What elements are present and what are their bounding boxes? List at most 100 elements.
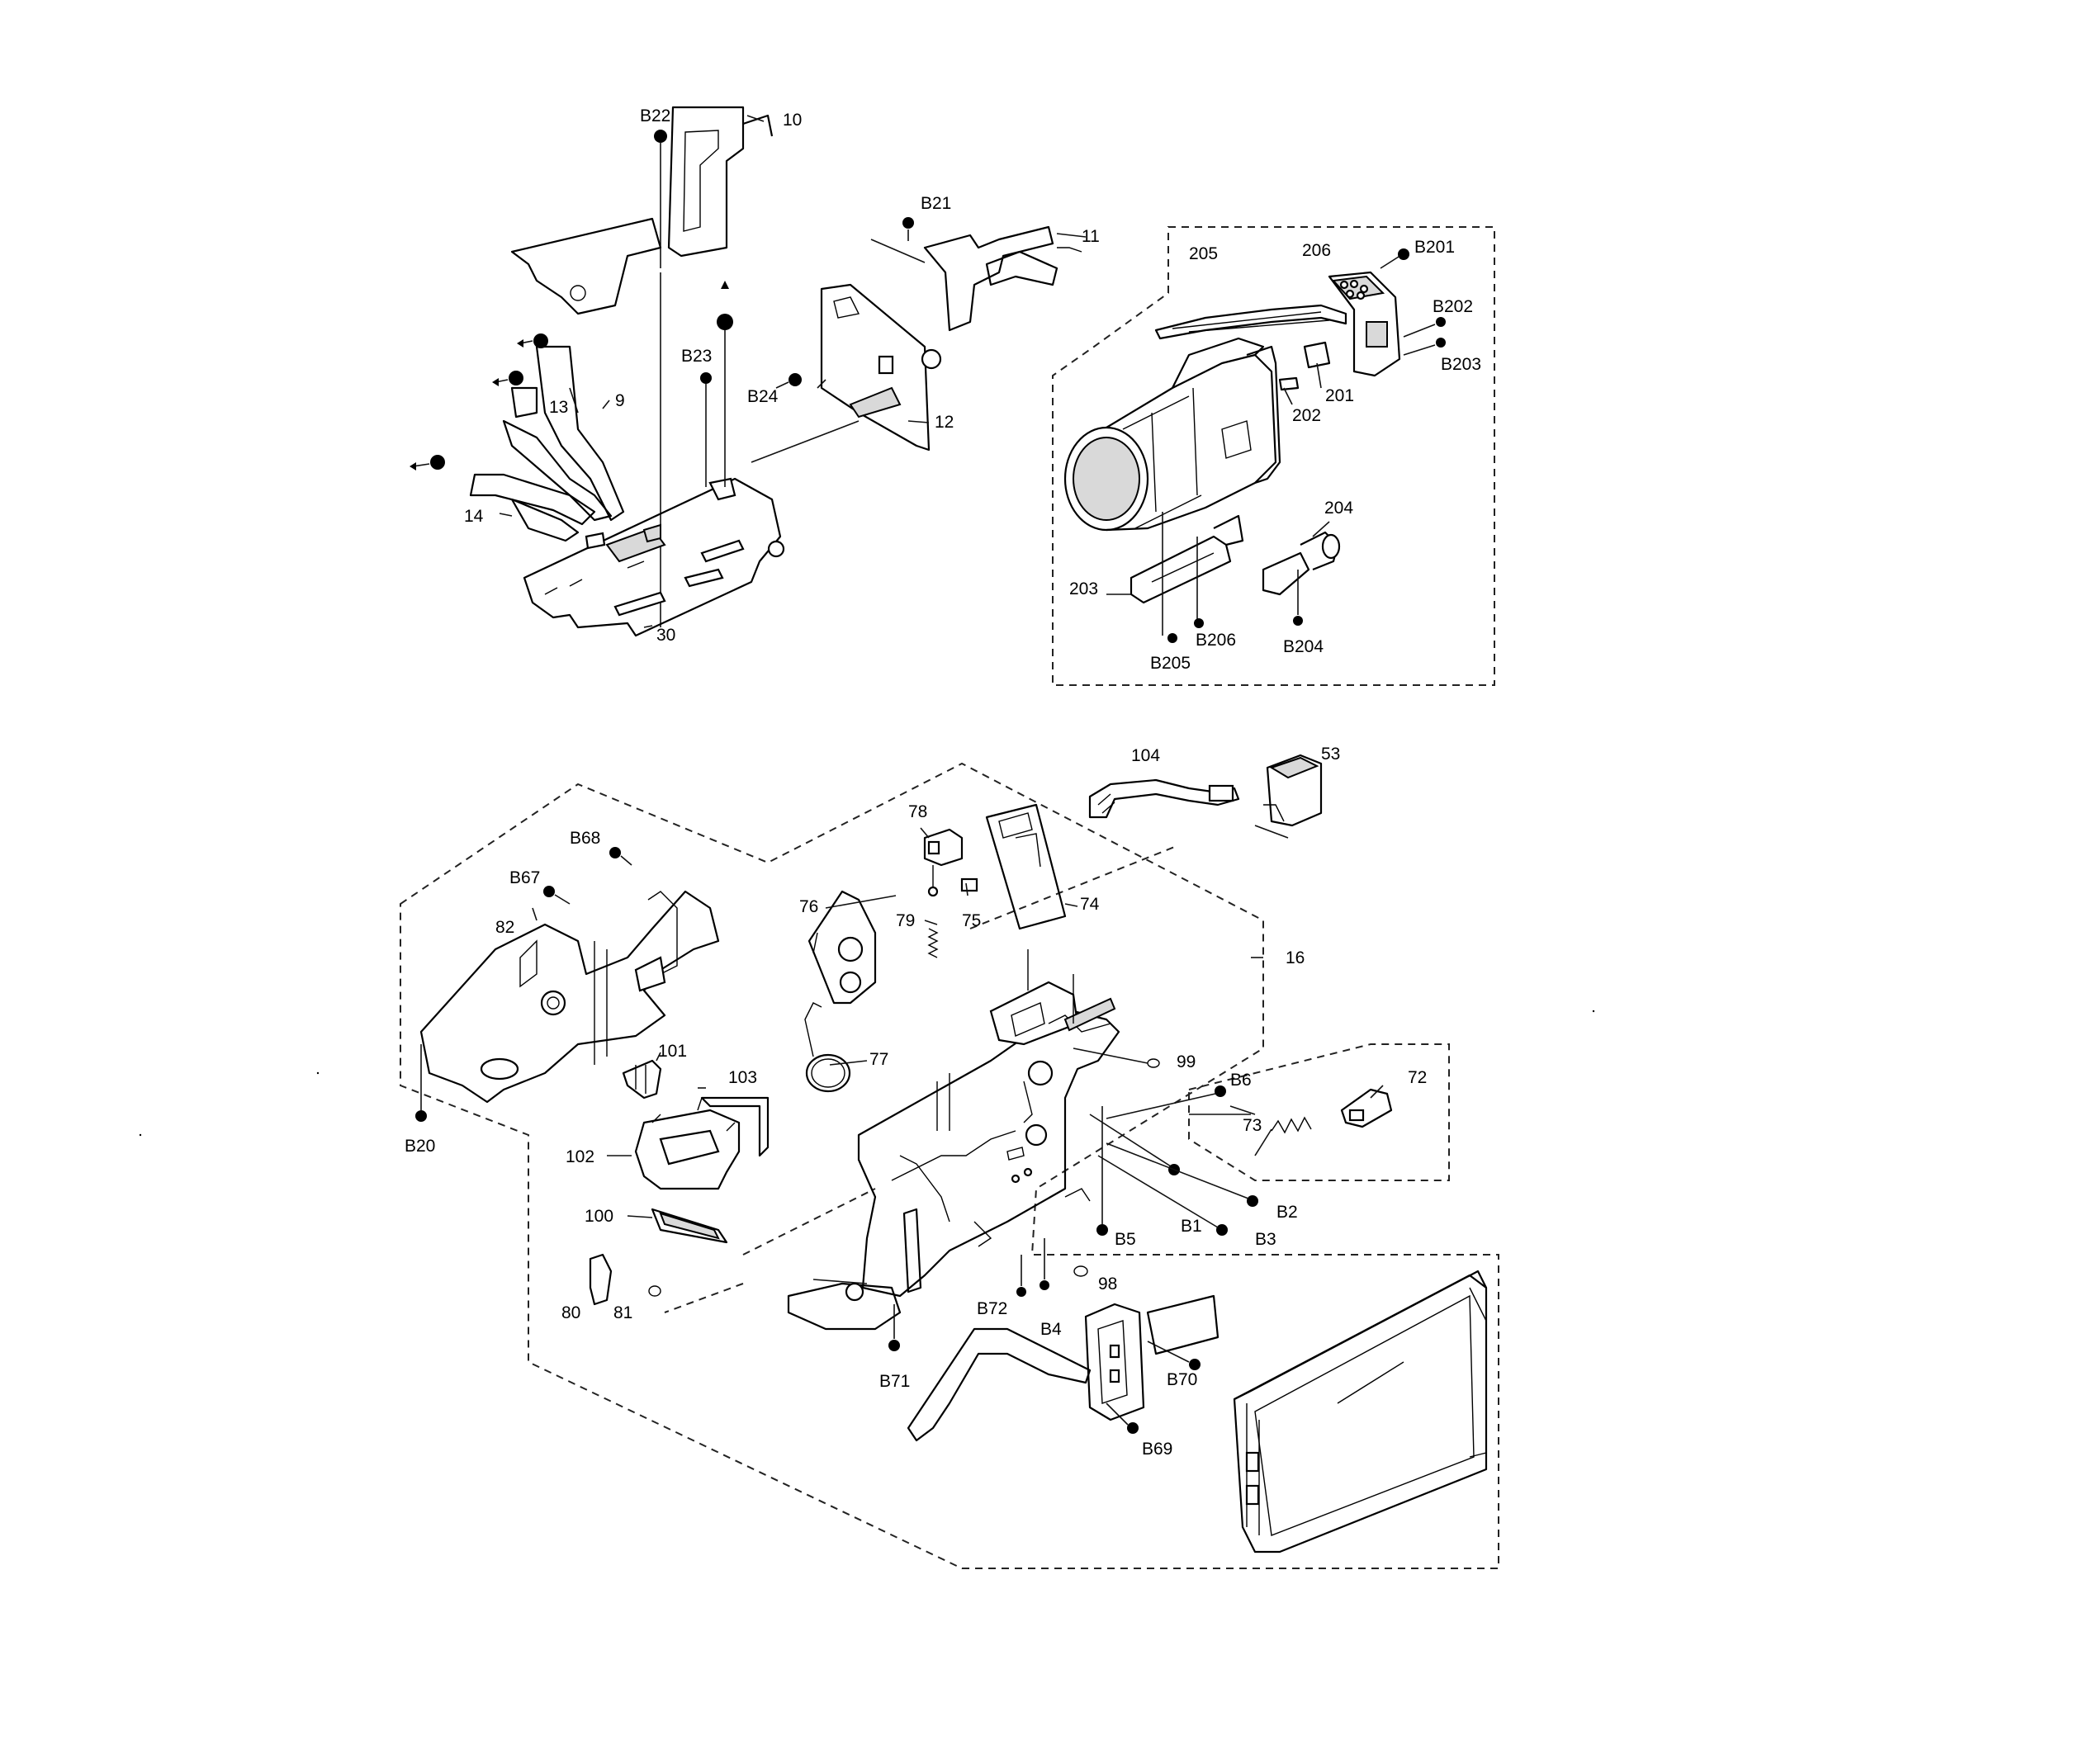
label-203: 203 xyxy=(1069,579,1098,598)
label-53: 53 xyxy=(1321,745,1340,764)
speaker-77 xyxy=(804,1002,851,1093)
label-14: 14 xyxy=(464,507,484,526)
switch-group-outline xyxy=(1188,1043,1450,1181)
label-B70: B70 xyxy=(1167,1370,1197,1389)
motor-203 xyxy=(1130,512,1244,643)
main-board-30 xyxy=(523,477,785,637)
label-B68: B68 xyxy=(570,829,600,848)
screws-frame xyxy=(1073,1048,1258,1236)
label-12: 12 xyxy=(935,413,954,432)
bracket-11 xyxy=(870,217,1082,332)
label-B3: B3 xyxy=(1255,1230,1276,1249)
board-74 xyxy=(960,803,1067,930)
label-B22: B22 xyxy=(640,106,670,125)
label-9: 9 xyxy=(615,391,625,410)
part-80 xyxy=(589,1253,613,1306)
screw-b22 xyxy=(654,130,667,627)
label-10: 10 xyxy=(783,111,802,130)
label-B4: B4 xyxy=(1040,1320,1062,1339)
label-100: 100 xyxy=(585,1207,613,1226)
label-103: 103 xyxy=(728,1068,757,1087)
label-80: 80 xyxy=(561,1303,580,1322)
cable-104 xyxy=(1088,778,1240,819)
bracket-101 xyxy=(622,1059,662,1100)
label-B23: B23 xyxy=(681,347,712,366)
ribbon-cable-icon xyxy=(1154,304,1347,340)
label-B1: B1 xyxy=(1181,1217,1202,1236)
label-73: 73 xyxy=(1243,1116,1262,1135)
main-board-assembly xyxy=(410,106,1082,637)
label-75: 75 xyxy=(962,911,981,930)
main-frame-outline xyxy=(400,762,1499,1569)
speaker-76 xyxy=(807,890,877,1005)
lens-assembly-outline xyxy=(1052,226,1495,686)
label-201: 201 xyxy=(1325,386,1354,405)
label-206: 206 xyxy=(1302,241,1331,260)
label-202: 202 xyxy=(1292,406,1321,425)
label-B20: B20 xyxy=(405,1137,435,1156)
lcd-panel xyxy=(1233,1270,1488,1554)
label-30: 30 xyxy=(656,626,675,645)
label-77: 77 xyxy=(869,1050,888,1069)
bracket-10 xyxy=(510,106,774,315)
label-76: 76 xyxy=(799,897,818,916)
label-98: 98 xyxy=(1098,1275,1117,1293)
label-74: 74 xyxy=(1080,895,1100,914)
lens-barrel-icon xyxy=(1063,337,1281,532)
label-B72: B72 xyxy=(977,1299,1007,1318)
label-leaders xyxy=(499,115,1384,1218)
frame-assembly xyxy=(415,754,1488,1554)
screws-bottom xyxy=(888,1238,1201,1434)
label-B204: B204 xyxy=(1283,637,1324,656)
main-frame-16 xyxy=(787,949,1120,1331)
label-B24: B24 xyxy=(747,387,779,406)
mechanism-82 xyxy=(415,847,720,1122)
label-B6: B6 xyxy=(1230,1071,1252,1090)
label-102: 102 xyxy=(566,1147,594,1166)
sensor-block xyxy=(1278,248,1446,391)
label-11: 11 xyxy=(1082,227,1100,246)
holder-102 xyxy=(634,1109,741,1190)
board-12 xyxy=(751,283,942,463)
label-82: 82 xyxy=(495,918,514,937)
screw-b24 xyxy=(775,373,802,389)
clip-b23-top xyxy=(717,281,733,487)
switch-78 xyxy=(923,828,964,958)
screw-b23 xyxy=(700,372,712,487)
part-labels: B22 10 B21 11 205 206 B201 B202 B203 201… xyxy=(405,106,1481,1459)
ring-98 xyxy=(1073,1265,1088,1277)
lens-assembly xyxy=(1063,248,1446,643)
switch-72 xyxy=(1229,1088,1393,1134)
label-B2: B2 xyxy=(1276,1203,1298,1222)
jack-53 xyxy=(1254,754,1323,839)
label-B71: B71 xyxy=(879,1372,910,1391)
label-13: 13 xyxy=(549,398,568,417)
flex-cables xyxy=(410,333,625,542)
label-B206: B206 xyxy=(1196,631,1236,650)
label-78: 78 xyxy=(908,802,927,821)
label-16: 16 xyxy=(1286,948,1305,967)
label-99: 99 xyxy=(1177,1052,1196,1071)
label-81: 81 xyxy=(613,1303,632,1322)
label-B67: B67 xyxy=(509,868,540,887)
label-B69: B69 xyxy=(1142,1440,1172,1459)
label-B5: B5 xyxy=(1115,1230,1136,1249)
label-101: 101 xyxy=(658,1042,687,1061)
flex-cable-lower xyxy=(907,1327,1092,1442)
motor-204 xyxy=(1262,531,1341,626)
cable-103 xyxy=(697,1096,770,1157)
side-bracket xyxy=(1084,1294,1219,1421)
label-B203: B203 xyxy=(1441,355,1481,374)
label-104: 104 xyxy=(1131,746,1160,765)
label-B202: B202 xyxy=(1433,297,1473,316)
group-outlines xyxy=(400,226,1499,1569)
label-72: 72 xyxy=(1408,1068,1427,1087)
label-205: 205 xyxy=(1189,244,1218,263)
part-100 xyxy=(651,1208,728,1244)
part-81 xyxy=(648,1285,661,1297)
label-B21: B21 xyxy=(921,194,951,213)
label-79: 79 xyxy=(896,911,915,930)
label-B201: B201 xyxy=(1414,238,1455,257)
label-B205: B205 xyxy=(1150,654,1191,673)
